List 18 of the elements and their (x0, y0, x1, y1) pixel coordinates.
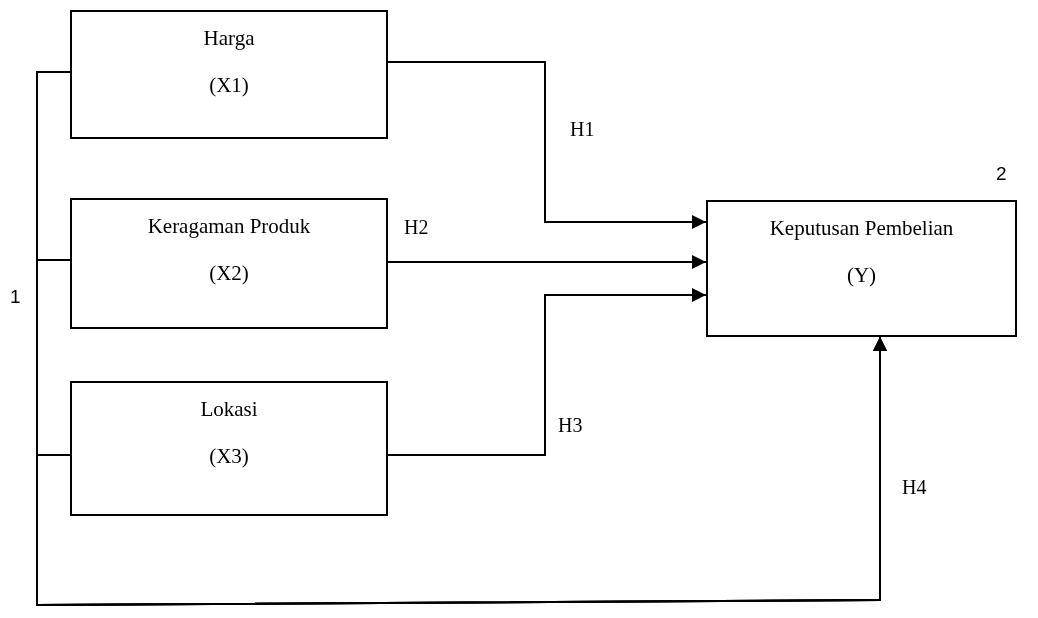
variable-name: Keragaman Produk (147, 214, 311, 239)
variable-box (70, 10, 388, 139)
variable-code: (X3) (209, 444, 249, 469)
variable-name: Harga (203, 26, 255, 51)
connector-arrow (387, 61, 707, 229)
connector-arrow (36, 336, 887, 606)
variable-code: (X2) (209, 261, 249, 286)
variable-code: (X1) (209, 73, 249, 98)
variable-box (706, 200, 1017, 337)
callout-number: 2 (996, 163, 1007, 185)
connector-arrow (387, 288, 707, 456)
connector-arrow (387, 255, 707, 269)
variable-name: Lokasi (200, 397, 258, 422)
variable-box (70, 198, 388, 329)
variable-box (70, 381, 388, 516)
callout-number: 1 (10, 286, 21, 308)
variable-name: Keputusan Pembelian (769, 216, 954, 241)
variable-code: (Y) (846, 263, 877, 288)
